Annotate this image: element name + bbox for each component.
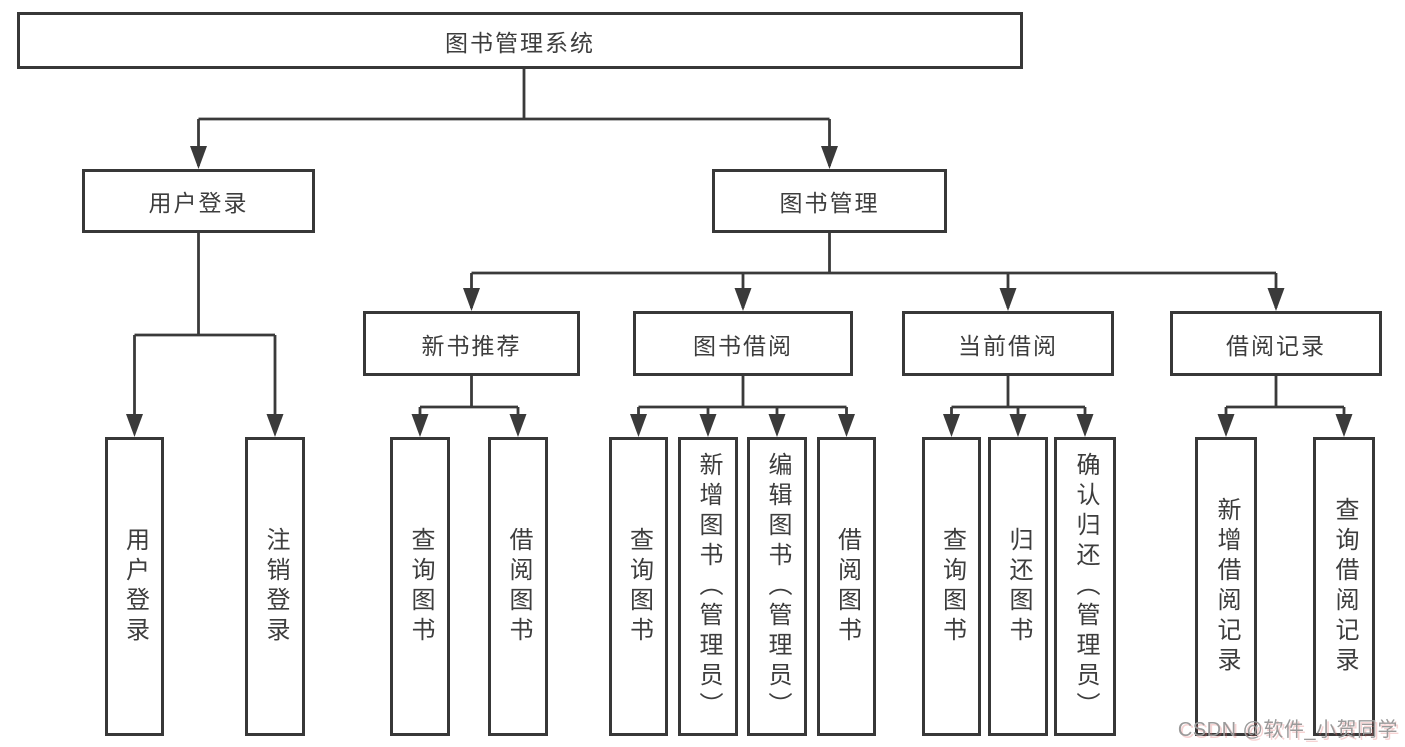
leaf-label: 注销登录 (262, 526, 289, 647)
node-library-management-system: 图书管理系统 (17, 12, 1023, 69)
leaf-label: 查询图书 (938, 526, 966, 647)
leaf-query-borrow-record: 查询借阅记录 (1313, 437, 1375, 736)
node-label: 当前借阅 (958, 332, 1058, 359)
node-borrow-records: 借阅记录 (1170, 311, 1382, 376)
leaf-borrow-books-recommend: 借阅图书 (488, 437, 548, 736)
leaf-label: 用户登录 (121, 526, 149, 647)
leaf-label: 新增图书（管理员） (695, 451, 722, 722)
leaf-query-books-recommend: 查询图书 (390, 437, 450, 736)
arrowheads (126, 146, 1353, 437)
leaf-label: 确认归还（管理员） (1072, 451, 1099, 722)
leaf-label: 查询图书 (625, 526, 653, 647)
node-user-login: 用户登录 (82, 169, 315, 233)
leaf-label: 查询图书 (407, 526, 434, 647)
node-label: 用户登录 (148, 190, 249, 216)
node-label: 图书借阅 (693, 332, 793, 359)
node-label: 图书管理 (779, 190, 880, 216)
node-label: 新书推荐 (421, 332, 522, 359)
node-book-management: 图书管理 (712, 169, 947, 233)
leaf-label: 编辑图书（管理员） (764, 451, 791, 722)
leaf-borrow-books: 借阅图书 (817, 437, 876, 736)
leaf-edit-books-admin: 编辑图书（管理员） (747, 437, 807, 736)
node-label: 图书管理系统 (445, 29, 595, 56)
csdn-watermark: CSDN @软件_小贺同学 (1177, 719, 1398, 741)
leaf-add-borrow-record: 新增借阅记录 (1195, 437, 1257, 736)
leaf-query-books-current: 查询图书 (922, 437, 981, 736)
leaf-label: 归还图书 (1005, 526, 1032, 647)
leaf-confirm-return-admin: 确认归还（管理员） (1054, 437, 1116, 736)
leaf-logout: 注销登录 (245, 437, 305, 736)
leaf-add-books-admin: 新增图书（管理员） (678, 437, 738, 736)
leaf-label: 借阅图书 (505, 526, 532, 647)
leaf-return-books: 归还图书 (988, 437, 1048, 736)
leaf-query-books-borrow: 查询图书 (609, 437, 668, 736)
node-current-borrow: 当前借阅 (902, 311, 1114, 376)
leaf-label: 新增借阅记录 (1213, 496, 1240, 677)
node-new-book-recommend: 新书推荐 (363, 311, 580, 376)
leaf-label: 查询借阅记录 (1331, 496, 1358, 677)
node-label: 借阅记录 (1226, 332, 1326, 359)
leaf-user-login: 用户登录 (105, 437, 164, 736)
node-book-borrow: 图书借阅 (633, 311, 853, 376)
connector-paths (133, 69, 1346, 433)
leaf-label: 借阅图书 (833, 526, 861, 647)
